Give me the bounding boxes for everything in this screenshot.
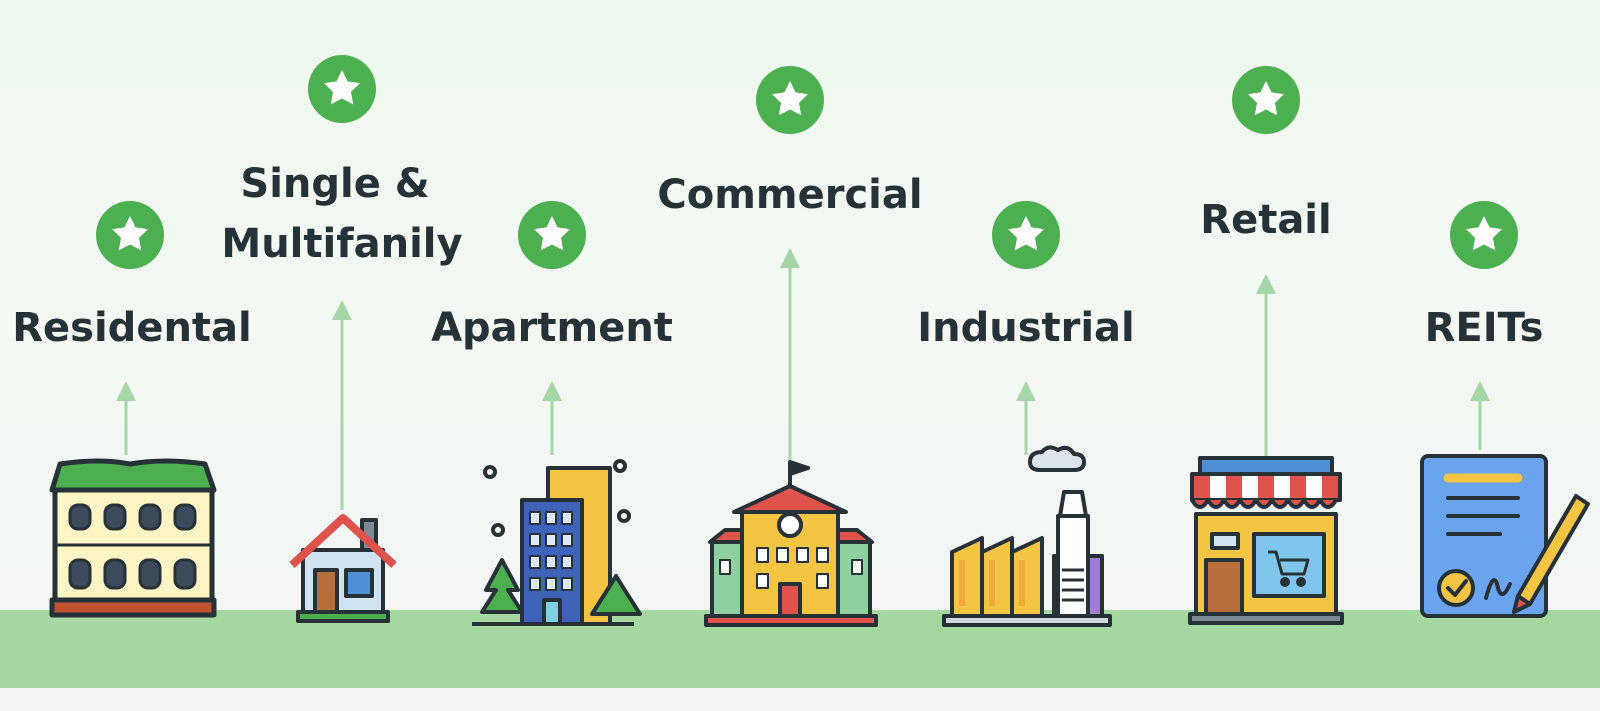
column-single-multifamily: Single & Multifanily xyxy=(221,55,463,623)
label-line: REITs xyxy=(1425,305,1544,351)
growth-arrow-apartment xyxy=(542,381,562,455)
star-badge-reits xyxy=(1450,201,1518,269)
column-reits: REITs xyxy=(1420,201,1590,618)
commercial-building-icon xyxy=(704,460,878,627)
ground-base xyxy=(0,688,1600,711)
growth-arrow-residental xyxy=(116,381,136,455)
label-line: Apartment xyxy=(431,305,673,351)
growth-arrow-reits xyxy=(1470,381,1490,450)
category-label-retail: Retail xyxy=(1200,197,1331,243)
label-line: Industrial xyxy=(917,305,1135,351)
star-badge-industrial xyxy=(992,201,1060,269)
growth-arrow-industrial xyxy=(1016,381,1036,455)
signed-document-icon xyxy=(1420,454,1590,618)
mansion-building-icon xyxy=(49,458,217,618)
growth-arrow-single-multifamily xyxy=(332,300,352,510)
category-label-single-multifamily: Single & Multifanily xyxy=(221,161,462,267)
star-badge-retail xyxy=(1232,66,1300,134)
house-icon xyxy=(289,514,397,623)
growth-arrow-retail xyxy=(1256,274,1276,458)
label-line: Residental xyxy=(12,305,252,351)
category-label-apartment: Apartment xyxy=(431,305,673,351)
category-label-industrial: Industrial xyxy=(917,305,1135,351)
label-line: Retail xyxy=(1200,197,1331,243)
category-label-residental: Residental xyxy=(12,305,252,351)
column-industrial: Industrial xyxy=(917,201,1135,627)
storefront-icon xyxy=(1188,456,1344,625)
category-label-reits: REITs xyxy=(1425,305,1544,351)
star-badge-apartment xyxy=(518,201,586,269)
growth-arrow-commercial xyxy=(780,248,800,460)
apartment-tower-icon xyxy=(472,459,642,626)
column-commercial: Commercial xyxy=(657,66,923,627)
factory-icon xyxy=(942,445,1112,627)
column-residental: Residental xyxy=(12,201,252,618)
star-badge-single-multifamily xyxy=(308,55,376,123)
column-retail: Retail xyxy=(1188,66,1344,625)
star-badge-residental xyxy=(96,201,164,269)
star-badge-commercial xyxy=(756,66,824,134)
label-line: Multifanily xyxy=(221,221,462,267)
label-line: Commercial xyxy=(657,172,922,218)
category-label-commercial: Commercial xyxy=(657,172,922,218)
label-line: Single & xyxy=(240,161,429,207)
column-apartment: Apartment xyxy=(431,201,673,626)
